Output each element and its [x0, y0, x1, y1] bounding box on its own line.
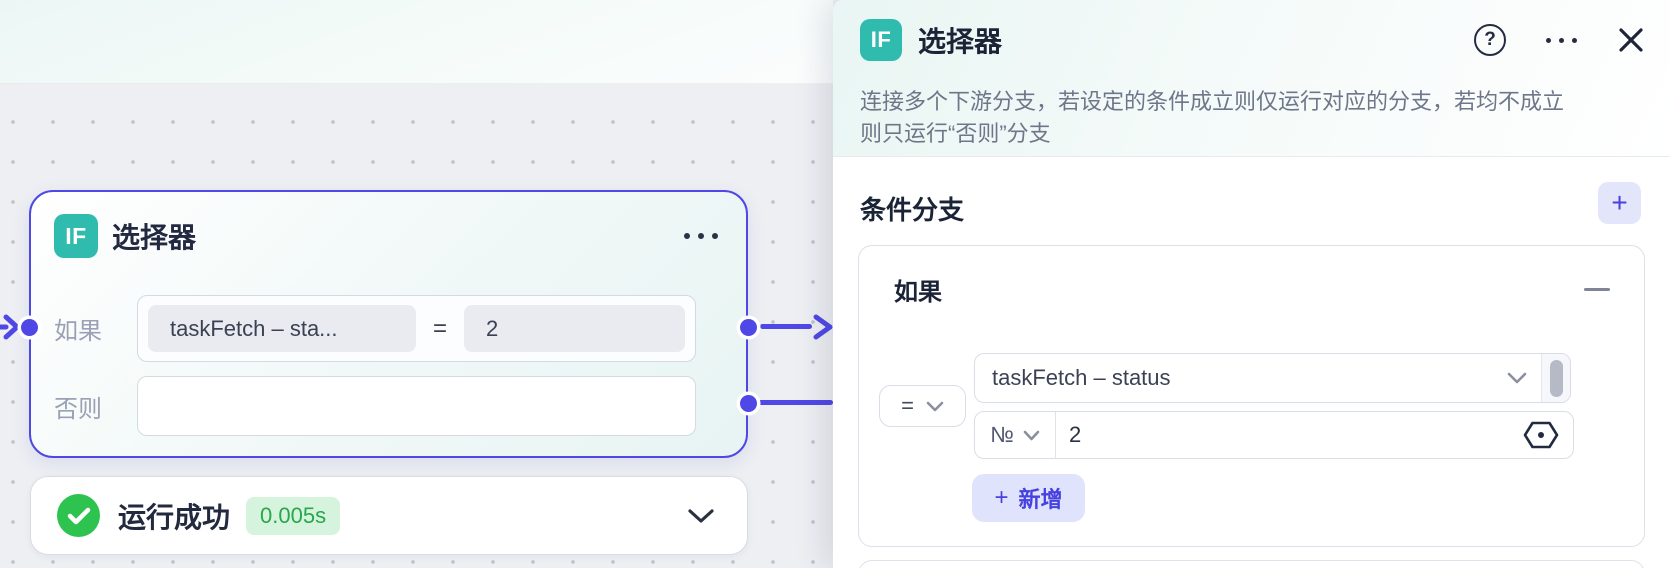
- node-config-panel: IF 选择器 ? 连接多个下游分支，若设定的条件成立则仅运行对应的分支，若均不成…: [833, 0, 1670, 568]
- add-branch-button[interactable]: +: [1598, 182, 1641, 224]
- description-line: 连接多个下游分支，若设定的条件成立则仅运行对应的分支，若均不成立: [860, 89, 1565, 114]
- else-condition-box[interactable]: [137, 376, 696, 436]
- incoming-edge-arrow-icon: [0, 314, 20, 340]
- chevron-down-icon: [1507, 372, 1527, 384]
- if-branch-edge: [760, 324, 812, 329]
- if-branch-card: 如果 = taskFetch – status №: [858, 245, 1645, 547]
- chevron-down-icon: [1023, 430, 1040, 440]
- drag-handle-pill-icon: [1549, 359, 1563, 397]
- else-output-port[interactable]: [740, 395, 757, 412]
- help-icon[interactable]: ?: [1474, 24, 1506, 56]
- panel-more-menu-icon[interactable]: [1544, 32, 1579, 49]
- if-condition-box[interactable]: taskFetch – sta... = 2: [137, 295, 696, 362]
- if-row-label: 如果: [54, 318, 102, 345]
- next-branch-card-edge: [858, 560, 1645, 568]
- run-status-bar[interactable]: 运行成功 0.005s: [30, 476, 748, 555]
- description-line: 则只运行“否则”分支: [860, 121, 1051, 146]
- canvas-top-band: [0, 0, 833, 84]
- close-icon[interactable]: [1617, 26, 1645, 54]
- plus-icon: +: [1611, 187, 1628, 218]
- comparison-value[interactable]: 2: [1069, 422, 1082, 447]
- node-title: 选择器: [112, 222, 197, 253]
- if-node-icon: IF: [860, 19, 902, 61]
- value-type-select[interactable]: №: [975, 412, 1056, 458]
- panel-title: 选择器: [918, 26, 1003, 57]
- condition-branch-heading: 条件分支: [860, 195, 965, 225]
- add-condition-label: 新增: [1018, 487, 1063, 512]
- remove-branch-button[interactable]: [1584, 282, 1610, 296]
- selector-node-header: IF 选择器: [54, 212, 722, 260]
- node-if-row: 如果 taskFetch – sta... = 2: [54, 295, 696, 362]
- variable-select-value: taskFetch – status: [992, 365, 1171, 390]
- else-row-label: 否则: [54, 395, 102, 423]
- success-check-icon: [57, 494, 100, 537]
- node-input-port[interactable]: [21, 319, 38, 336]
- node-description: 连接多个下游分支，若设定的条件成立则仅运行对应的分支，若均不成立 则只运行“否则…: [860, 86, 1638, 150]
- selector-node[interactable]: IF 选择器 如果 taskFetch – sta... = 2 否则: [29, 190, 748, 458]
- condition-value-chip[interactable]: 2: [464, 305, 685, 352]
- status-expand-chevron-icon[interactable]: [681, 502, 721, 530]
- variable-select[interactable]: taskFetch – status: [974, 353, 1571, 403]
- node-else-row: 否则: [54, 376, 696, 436]
- condition-field-chip[interactable]: taskFetch – sta...: [148, 305, 416, 352]
- run-status-text: 运行成功: [118, 501, 231, 533]
- condition-operator: =: [432, 314, 447, 342]
- drag-handle[interactable]: [1541, 354, 1570, 402]
- node-more-menu-icon[interactable]: [680, 225, 722, 247]
- panel-actions: ?: [1474, 24, 1645, 56]
- number-type-icon: №: [990, 422, 1014, 447]
- comparison-value-field[interactable]: № 2: [974, 411, 1574, 459]
- if-branch-edge-arrow-icon: [813, 314, 833, 340]
- workflow-canvas[interactable]: IF 选择器 如果 taskFetch – sta... = 2 否则: [0, 0, 833, 568]
- operator-value: =: [901, 393, 914, 418]
- minus-icon: [1584, 287, 1610, 291]
- if-node-icon: IF: [54, 214, 98, 258]
- else-branch-edge: [758, 400, 833, 405]
- plus-icon: +: [994, 484, 1009, 511]
- add-condition-button[interactable]: + 新增: [972, 474, 1085, 522]
- panel-header: IF 选择器 ?: [860, 16, 1645, 64]
- setting-hexagon-icon[interactable]: [1522, 420, 1560, 450]
- panel-header-section: [833, 0, 1670, 157]
- operator-select[interactable]: =: [879, 385, 966, 427]
- branch-card-title: 如果: [894, 279, 942, 306]
- if-output-port[interactable]: [740, 319, 757, 336]
- run-duration-badge: 0.005s: [246, 496, 341, 535]
- chevron-down-icon: [926, 401, 944, 411]
